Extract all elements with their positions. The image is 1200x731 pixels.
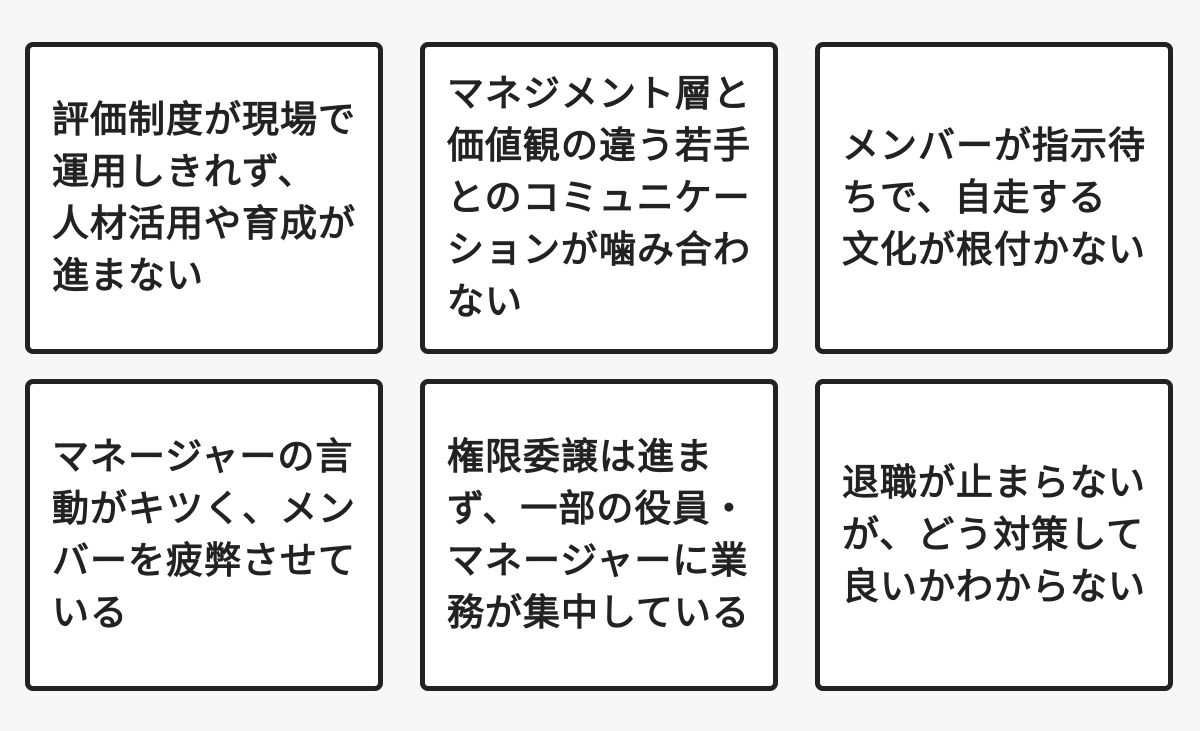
problem-card-waiting-for-instructions: メンバーが指示待 ちで、自走する 文化が根付かない — [815, 42, 1173, 354]
problem-card-text: マネージャーの言 動がキツく、メン バーを疲弊させて いる — [52, 435, 356, 634]
problem-card-evaluation-system: 評価制度が現場で 運用しきれず、 人材活用や育成が 進まない — [25, 42, 383, 354]
problem-card-generation-gap: マネジメント層と 価値観の違う若手 とのコミュニケー ションが噛み合わ ない — [420, 42, 778, 354]
problem-card-delegation: 権限委譲は進ま ず、一部の役員・ マネージャーに業 務が集中している — [420, 379, 778, 691]
problem-card-text: メンバーが指示待 ちで、自走する 文化が根付かない — [842, 124, 1146, 271]
problem-card-text: マネジメント層と 価値観の違う若手 とのコミュニケー ションが噛み合わ ない — [447, 72, 751, 323]
problem-card-text: 権限委譲は進ま ず、一部の役員・ マネージャーに業 務が集中している — [447, 435, 750, 634]
problem-card-text: 評価制度が現場で 運用しきれず、 人材活用や育成が 進まない — [52, 98, 356, 297]
problem-card-text: 退職が止まらない が、どう対策して 良いかわからない — [842, 461, 1146, 608]
problem-card-turnover: 退職が止まらない が、どう対策して 良いかわからない — [815, 379, 1173, 691]
problem-card-harsh-managers: マネージャーの言 動がキツく、メン バーを疲弊させて いる — [25, 379, 383, 691]
